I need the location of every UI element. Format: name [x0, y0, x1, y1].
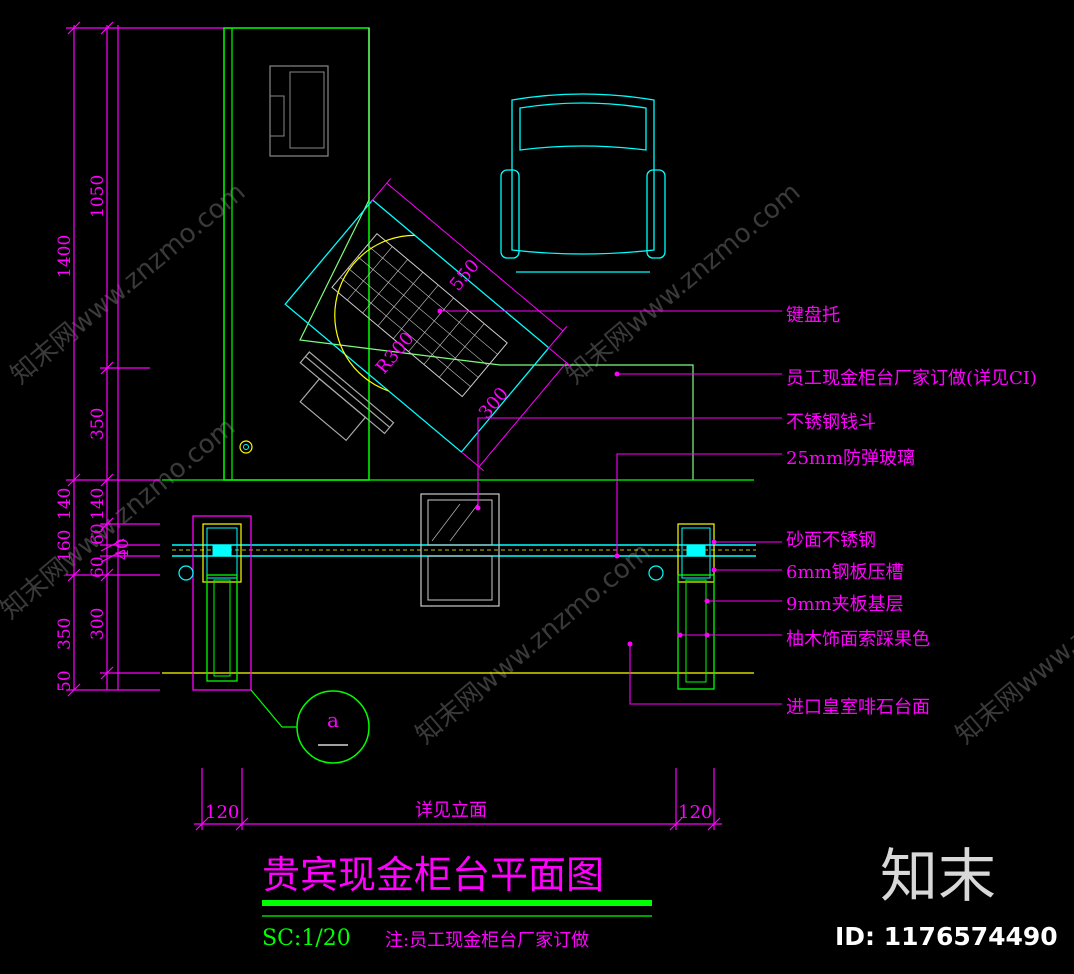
dim-see-elevation: 详见立面: [415, 800, 487, 821]
callout-bulletproof-glass: 25mm防弹玻璃: [786, 448, 915, 469]
center-cash-tray: [420, 493, 500, 607]
right-post: [648, 523, 715, 690]
title-block: 贵宾现金柜台平面图 SC:1/20 注:员工现金柜台厂家订做: [262, 853, 652, 951]
counter-return: [299, 28, 694, 480]
detail-marker: a: [250, 689, 370, 764]
title-underline-thick: [262, 900, 652, 906]
watermark-tile: 知末网www.znzmo.com: [560, 177, 806, 390]
watermark-tile: 知末网www.znzmo.com: [950, 537, 1074, 750]
left-post: [178, 515, 252, 691]
left-dimension-labels: 1400 350 140 160 50 1050 350 140 60 40 6…: [55, 175, 133, 692]
counter-terminal: [269, 65, 329, 157]
callout-leaders: [440, 310, 782, 705]
dim-r300: R300: [372, 328, 419, 378]
chair: [500, 93, 666, 273]
dim-60-a: 60: [88, 523, 108, 545]
keyboard: [331, 232, 508, 398]
r300-arc: [334, 234, 415, 392]
dim-120-right: 120: [678, 802, 712, 823]
counter-body: [223, 27, 370, 481]
callout-dots: [437, 308, 717, 647]
watermark-tile: 知末网www.znzmo.com: [0, 412, 241, 625]
callout-staff-counter: 员工现金柜台厂家订做(详见CI): [786, 368, 1037, 389]
callout-keyboard-tray: 键盘托: [786, 305, 840, 326]
dim-1050: 1050: [88, 175, 108, 218]
dim-140-right: 140: [88, 488, 108, 520]
dim-140-left: 140: [55, 488, 75, 520]
monitor: [299, 351, 395, 442]
callout-teak-veneer: 柚木饰面索踩果色: [786, 629, 930, 650]
keyboard-tray-labels: 550 300 R300: [372, 255, 513, 423]
bottom-dimension-labels: 120 详见立面 120: [205, 800, 712, 823]
dim-120-left: 120: [205, 802, 239, 823]
watermark-id: ID: 1176574490: [835, 922, 1058, 951]
watermark-tile: 知末网www.znzmo.com: [410, 537, 656, 750]
drawing-title: 贵宾现金柜台平面图: [262, 853, 604, 897]
keyboard-tray: [284, 178, 572, 472]
callout-steel-groove: 6mm钢板压槽: [786, 562, 904, 583]
dim-1400: 1400: [55, 235, 75, 278]
dim-350-right: 350: [88, 408, 108, 440]
dim-300: 300: [88, 608, 108, 640]
callout-cash-tray: 不锈钢钱斗: [786, 412, 876, 433]
watermark-tile: 知末网www.znzmo.com: [5, 177, 251, 390]
keyboard-tray-outline: [284, 199, 550, 453]
detail-marker-label: a: [327, 708, 339, 732]
keyboard-keys: [340, 244, 498, 387]
callout-marble-top: 进口皇室啡石台面: [786, 697, 930, 718]
brand-logo-text: 知末: [880, 842, 996, 910]
drawing-note: 注:员工现金柜台厂家订做: [385, 930, 589, 951]
dim-60-b: 60: [88, 556, 108, 578]
dim-50: 50: [55, 670, 75, 692]
drawing-scale: SC:1/20: [262, 926, 351, 951]
callout-brushed-steel: 砂面不锈钢: [786, 530, 876, 551]
dim-350-left: 350: [55, 618, 75, 650]
cash-drawer-knob: [239, 440, 253, 454]
dim-300-tray: 300: [475, 383, 513, 423]
callout-plywood-base: 9mm夹板基层: [786, 594, 904, 615]
left-dimension-chain: [66, 21, 230, 697]
bottom-dimensions: [194, 768, 722, 831]
dim-160: 160: [55, 530, 75, 562]
callout-labels: 键盘托 员工现金柜台厂家订做(详见CI) 不锈钢钱斗 25mm防弹玻璃 砂面不锈…: [786, 305, 1037, 718]
brand-watermark: 知末 ID: 1176574490: [835, 842, 1058, 951]
dim-40: 40: [113, 538, 133, 560]
